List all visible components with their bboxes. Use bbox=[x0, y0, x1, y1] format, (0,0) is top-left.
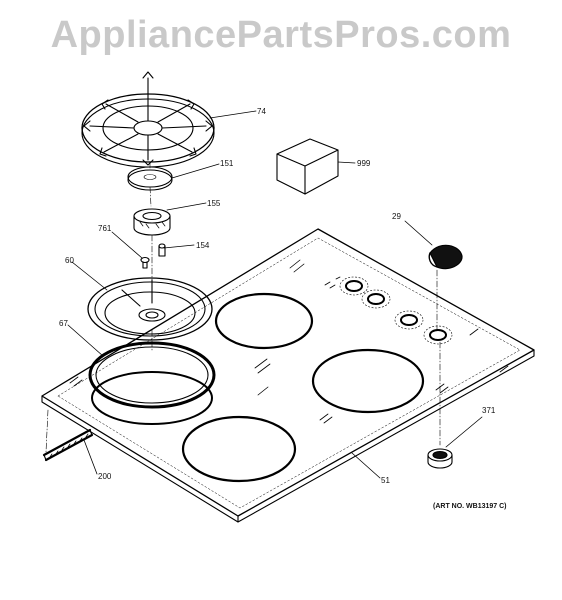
burner-ring-front bbox=[181, 415, 297, 483]
callout-74: 74 bbox=[257, 107, 266, 116]
watermark-logo: AppliancePartsPros.com bbox=[50, 14, 512, 56]
leader-lines bbox=[67, 110, 483, 479]
tool-200 bbox=[42, 428, 94, 462]
callout-60: 60 bbox=[65, 256, 74, 265]
control-markings bbox=[324, 276, 453, 345]
callout-999: 999 bbox=[357, 159, 371, 168]
burner-head bbox=[133, 208, 171, 236]
cooktop-glass bbox=[41, 228, 535, 523]
burner-cap bbox=[127, 166, 173, 191]
screw-761 bbox=[140, 256, 150, 269]
callout-154: 154 bbox=[196, 241, 210, 250]
callout-200: 200 bbox=[98, 472, 112, 481]
burner-ring-rear bbox=[214, 292, 314, 350]
alignment-lines bbox=[45, 161, 441, 453]
callout-155: 155 bbox=[207, 199, 221, 208]
electrode-154 bbox=[158, 243, 166, 257]
callout-67: 67 bbox=[59, 319, 68, 328]
glass-cutout bbox=[91, 371, 213, 425]
seal-ring bbox=[88, 341, 216, 409]
knob-bezel bbox=[427, 448, 453, 469]
callout-151: 151 bbox=[220, 159, 234, 168]
callout-29: 29 bbox=[392, 212, 401, 221]
art-number: (ART NO. WB13197 C) bbox=[433, 503, 507, 510]
burner-ring-right bbox=[311, 348, 425, 414]
burner-grate bbox=[81, 71, 215, 168]
control-knob bbox=[428, 244, 463, 270]
callout-371: 371 bbox=[482, 406, 496, 415]
parts-box bbox=[276, 138, 339, 195]
callout-761: 761 bbox=[98, 224, 112, 233]
burner-base bbox=[87, 277, 213, 341]
callout-51: 51 bbox=[381, 476, 390, 485]
